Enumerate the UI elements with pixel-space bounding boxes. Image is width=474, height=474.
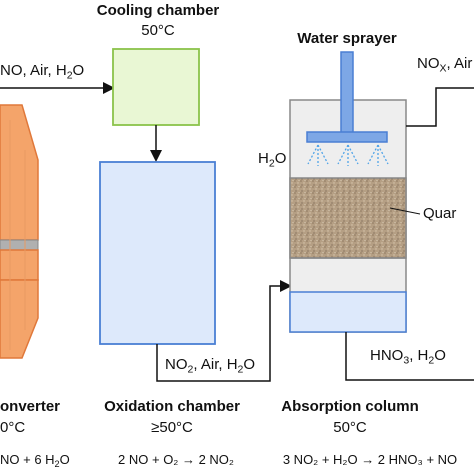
flow-line-nox-outlet xyxy=(406,87,474,127)
hno3-outlet-label: HNO3, H2O xyxy=(370,347,446,366)
spray-droplets xyxy=(307,144,389,166)
nox-text: NO xyxy=(417,55,440,72)
converter-eq-sub: 2 xyxy=(54,459,60,470)
h2o-spray-label: H2O xyxy=(258,150,287,169)
oxidation-equation: 2 NO + O₂ → 2 NO₂ xyxy=(118,453,234,466)
hno3-sub: 3 xyxy=(403,354,410,367)
h2o-text: H xyxy=(258,150,269,167)
oxidation-title: Oxidation chamber xyxy=(104,399,240,414)
no2-sub: 2 xyxy=(187,363,194,376)
no2-text: NO xyxy=(165,356,188,373)
inlet-flow-label: NO, Air, H2O xyxy=(0,62,85,81)
flow-line-to-absorption xyxy=(156,280,292,382)
column-reservoir xyxy=(289,291,407,333)
cooling-chamber-title: Cooling chamber xyxy=(97,3,220,18)
absorption-temp: 50°C xyxy=(333,420,367,435)
hno3-sub2: 2 xyxy=(428,354,435,367)
oxidation-temp: ≥50°C xyxy=(151,420,193,435)
converter-top-section xyxy=(0,104,39,241)
quartz-label: Quar xyxy=(423,206,456,221)
no2-sub2: 2 xyxy=(237,363,244,376)
oxidation-eq-text: 2 NO + O₂ → 2 NO₂ xyxy=(118,452,234,467)
absorption-temp-text: 50°C xyxy=(333,419,367,436)
converter-title-text: onverter xyxy=(0,398,61,415)
hno3-end: , H xyxy=(409,347,429,364)
cooling-title-text: Cooling chamber xyxy=(96,2,220,19)
converter-equation: NO + 6 H2O xyxy=(0,452,70,470)
converter xyxy=(0,104,39,359)
quartz-bed xyxy=(289,177,407,259)
absorption-title: Absorption column xyxy=(281,399,419,414)
absorption-equation: 3 NO₂ + H₂O → 2 HNO₃ + NO xyxy=(283,453,457,466)
converter-title: onverter xyxy=(0,399,60,414)
nox-outlet-label: NOX, Air xyxy=(417,55,473,74)
water-sprayer-text: Water sprayer xyxy=(297,30,397,47)
oxidation-chamber-box xyxy=(99,161,216,345)
sprayer-pipe xyxy=(340,51,354,135)
oxidation-temp-text: ≥50°C xyxy=(151,419,193,436)
converter-band xyxy=(0,239,39,251)
absorption-eq-text: 3 NO₂ + H₂O → 2 HNO₃ + NO xyxy=(282,452,458,467)
converter-bottom-section xyxy=(0,279,39,359)
nox-sub: X xyxy=(439,62,447,75)
no2-mid: , Air, H xyxy=(193,356,238,373)
converter-temp: 0°C xyxy=(0,420,25,435)
cooling-chamber-box xyxy=(112,48,200,126)
converter-mid-section xyxy=(0,249,39,281)
quartz-pointer xyxy=(389,207,421,215)
cooling-temp-text: 50°C xyxy=(141,22,175,39)
no2-mix-label: NO2, Air, H2O xyxy=(165,356,256,375)
inlet-text: NO, Air, H xyxy=(0,62,67,79)
inlet-end: O xyxy=(72,62,85,79)
flow-line-hno3-outlet xyxy=(345,332,474,381)
h2o-sub: 2 xyxy=(268,157,275,170)
oxidation-title-text: Oxidation chamber xyxy=(104,398,240,415)
hno3-end2: O xyxy=(434,347,446,364)
converter-eq-text: NO + 6 H xyxy=(0,452,55,467)
quartz-text: Quar xyxy=(423,205,457,222)
converter-temp-text: 0°C xyxy=(0,419,26,436)
inlet-sub: 2 xyxy=(66,69,73,82)
absorption-title-text: Absorption column xyxy=(281,398,419,415)
water-sprayer-title: Water sprayer xyxy=(297,31,397,46)
hno3-text: HNO xyxy=(370,347,404,364)
sprayer-head xyxy=(306,131,388,143)
no2-end: O xyxy=(243,356,256,373)
h2o-end: O xyxy=(274,150,287,167)
cooling-chamber-temp: 50°C xyxy=(141,23,175,38)
nox-end: , Air xyxy=(446,55,473,72)
converter-eq-end: O xyxy=(59,452,70,467)
water-sprayer xyxy=(306,51,389,166)
